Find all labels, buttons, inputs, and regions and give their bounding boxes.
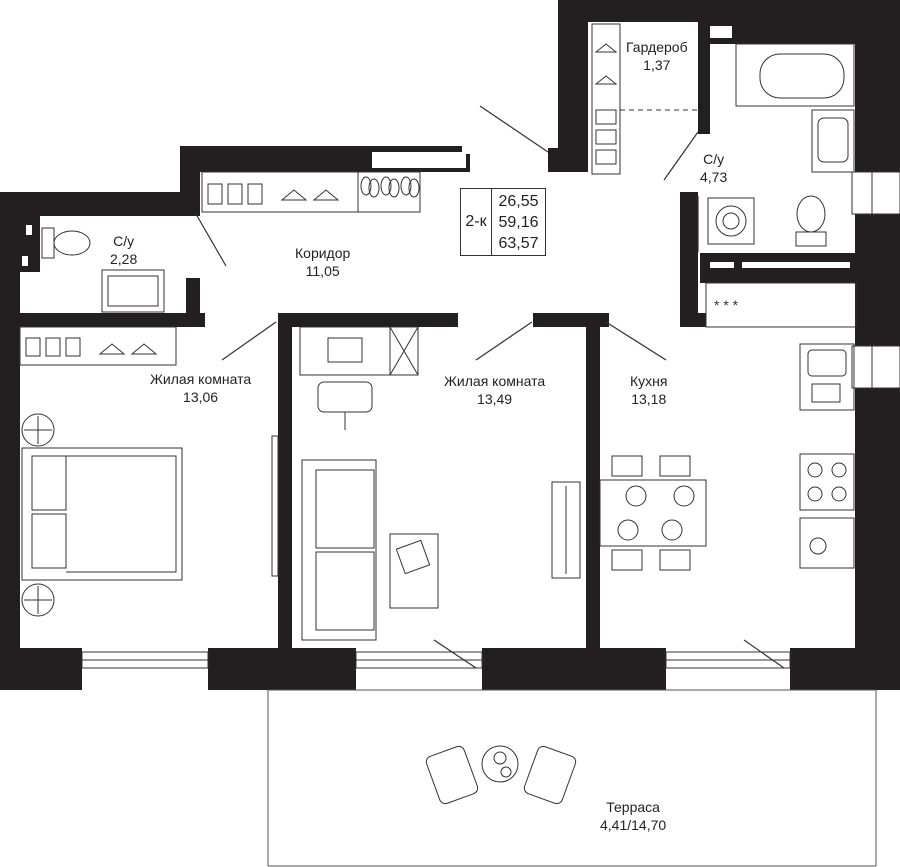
room-name: Кухня <box>630 373 668 389</box>
room-label-living: Жилая комната 13,49 <box>444 372 545 408</box>
toilet-icon <box>41 227 91 259</box>
room-area: 13,06 <box>183 389 219 405</box>
stove-icon <box>799 453 855 569</box>
kitchen-counter: * * * <box>705 282 857 411</box>
hanger-icon <box>591 23 700 175</box>
terrace-outline <box>267 689 877 867</box>
tv-icon <box>551 481 581 579</box>
room-name: Коридор <box>295 245 351 261</box>
room-area: 2,28 <box>110 251 138 267</box>
total-area-with-terrace: 63,57 <box>498 235 539 252</box>
shoes-icon <box>360 176 420 198</box>
room-name: С/у <box>113 233 135 249</box>
rug-icon <box>389 533 439 609</box>
living-area: 26,55 <box>498 193 539 210</box>
room-label-corridor: Коридор 11,05 <box>295 244 350 280</box>
room-area: 11,05 <box>305 263 340 279</box>
total-area: 59,16 <box>498 214 539 231</box>
room-label-bath-large: С/у 4,73 <box>700 150 727 186</box>
room-label-terrace: Терраса 4,41/14,70 <box>600 798 666 834</box>
doors <box>195 105 785 669</box>
bedroom-shelf <box>19 326 177 366</box>
apartment-summary: 2-к 26,55 59,16 63,57 <box>460 188 546 256</box>
room-area: 1,37 <box>643 57 671 73</box>
sink-icon <box>811 109 855 173</box>
apartment-areas: 26,55 59,16 63,57 <box>492 191 545 254</box>
apartment-type: 2-к <box>461 189 492 255</box>
mirror-icon <box>271 435 279 577</box>
room-name: Терраса <box>606 799 660 815</box>
room-label-kitchen: Кухня 13,18 <box>630 372 667 408</box>
washing-machine-icon <box>707 197 755 245</box>
room-area: 13,49 <box>477 391 513 407</box>
wall-gaps <box>22 26 850 268</box>
room-label-bedroom: Жилая комната 13,06 <box>150 370 251 406</box>
desk-icon <box>299 326 419 430</box>
toilet-icon <box>795 195 827 247</box>
svg-text:* * *: * * * <box>714 297 739 313</box>
sofa-icon <box>301 459 377 641</box>
bed-icon <box>21 447 183 581</box>
windows <box>81 171 900 669</box>
walls <box>0 0 900 690</box>
dining-table-icon <box>599 455 707 571</box>
bathtub-icon <box>735 43 855 107</box>
room-name: С/у <box>703 151 725 167</box>
room-label-wardrobe: Гардероб 1,37 <box>626 38 688 74</box>
room-area: 13,18 <box>631 391 667 407</box>
corridor-shelf <box>201 171 421 213</box>
terrace-furniture <box>425 745 577 805</box>
room-name: Гардероб <box>626 39 688 55</box>
room-name: Жилая комната <box>444 373 546 389</box>
lamp-icon <box>21 413 55 617</box>
room-name: Жилая комната <box>150 371 252 387</box>
sink-icon <box>101 269 165 313</box>
room-area: 4,41/14,70 <box>600 817 667 833</box>
room-label-bath-small: С/у 2,28 <box>110 232 137 268</box>
room-area: 4,73 <box>700 169 728 185</box>
